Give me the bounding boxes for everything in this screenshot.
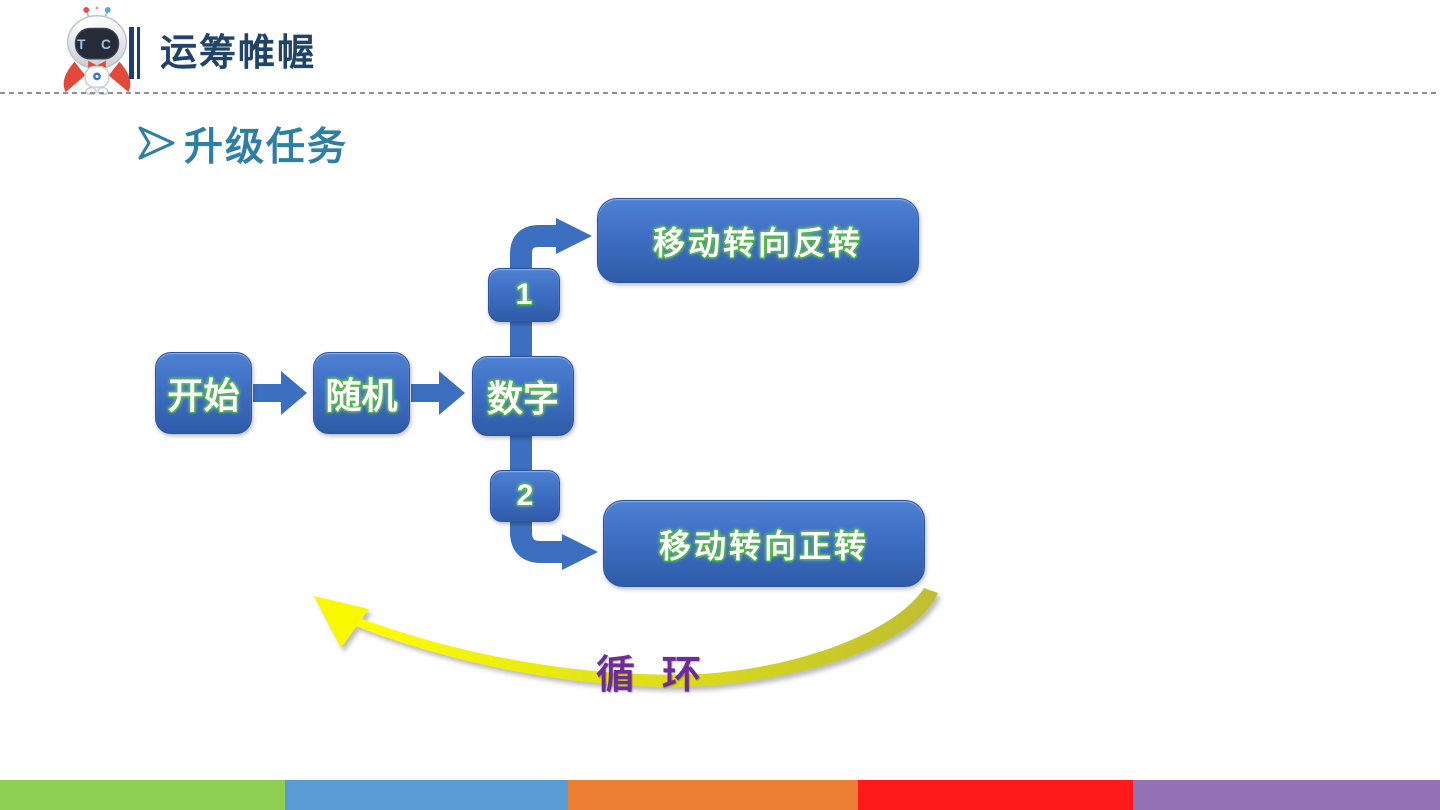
arrowhead-branch-1 — [556, 218, 592, 254]
robot-face-text: T C — [77, 37, 117, 52]
cape-right — [108, 61, 131, 93]
flow-node-branch-2: 2 — [490, 470, 560, 522]
arrow-start-to-random — [253, 371, 307, 415]
loop-arrow — [314, 588, 938, 687]
footer-segment-blue — [285, 780, 568, 810]
antenna-dot-left — [83, 6, 90, 13]
loop-label: 循 环 — [596, 654, 709, 697]
connector-branch-2 — [510, 500, 563, 563]
arrow-random-to-number — [411, 371, 465, 415]
footer-segment-orange — [568, 780, 858, 810]
footer-segment-purple — [1133, 780, 1440, 810]
footer-color-bar — [0, 780, 1440, 810]
connector-branch-1 — [510, 225, 557, 470]
footer-segment-green — [0, 780, 285, 810]
flow-node-move-reverse: 移动转向反转 — [597, 198, 919, 283]
title-divider-bar-thin — [137, 27, 140, 79]
loop-arrowhead — [314, 596, 369, 648]
robot-face-screen — [74, 27, 120, 60]
antenna-dot-right — [104, 6, 111, 13]
arrow-bullet-icon — [138, 126, 175, 160]
flow-node-number: 数字 — [472, 356, 574, 436]
page-title: 运筹帷幄 — [160, 32, 316, 73]
arrowhead-branch-2 — [562, 534, 598, 570]
flow-node-random: 随机 — [313, 352, 410, 434]
section-heading: 升级任务 — [184, 126, 349, 169]
flow-node-branch-1: 1 — [488, 268, 560, 322]
flow-node-start: 开始 — [155, 352, 252, 434]
loop-arrow-ribbon — [349, 588, 938, 687]
footer-segment-red — [858, 780, 1133, 810]
robot-mascot-logo: T C — [63, 6, 131, 95]
cape-left — [63, 61, 86, 93]
title-divider-bar — [129, 27, 134, 79]
flow-node-move-forward: 移动转向正转 — [603, 500, 925, 587]
header-dashed-divider — [0, 92, 1440, 94]
